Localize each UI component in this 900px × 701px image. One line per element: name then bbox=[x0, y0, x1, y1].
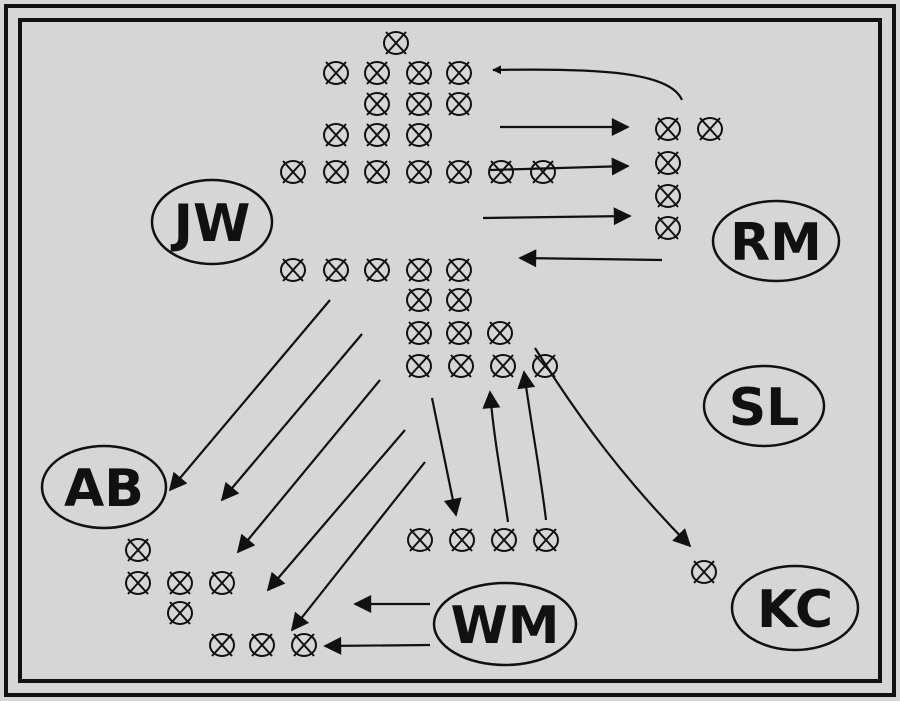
crossed-circle-icon bbox=[446, 92, 472, 116]
crossed-circle-icon bbox=[406, 92, 432, 116]
counter-cluster-rm bbox=[655, 117, 723, 240]
node-jw: JW bbox=[150, 178, 274, 266]
crossed-circle-icon bbox=[323, 258, 349, 282]
crossed-circle-icon bbox=[249, 633, 275, 657]
crossed-circle-icon bbox=[406, 123, 432, 147]
counter-cluster-jw-bottom bbox=[280, 258, 558, 378]
crossed-circle-icon bbox=[532, 354, 558, 378]
arrow-jw-to-ab-4 bbox=[266, 429, 406, 592]
arrow-jw-to-wm bbox=[430, 397, 462, 517]
crossed-circle-icon bbox=[209, 633, 235, 657]
crossed-circle-icon bbox=[323, 123, 349, 147]
crossed-circle-icon bbox=[209, 571, 235, 595]
arrow-jw-to-ab-3 bbox=[236, 379, 381, 554]
crossed-circle-icon bbox=[383, 31, 409, 55]
node-sl: SL bbox=[702, 364, 826, 448]
crossed-circle-icon bbox=[406, 288, 432, 312]
arrow-jw-to-kc bbox=[534, 347, 692, 548]
crossed-circle-icon bbox=[323, 160, 349, 184]
node-kc-label: KC bbox=[757, 580, 833, 640]
node-wm: WM bbox=[432, 581, 578, 667]
arrow-jw-to-ab-1 bbox=[168, 299, 331, 492]
crossed-circle-icon bbox=[323, 61, 349, 85]
flow-arrows bbox=[168, 65, 692, 655]
crossed-circle-icon bbox=[364, 92, 390, 116]
node-rm-label: RM bbox=[730, 213, 822, 273]
crossed-circle-icon bbox=[446, 61, 472, 85]
crossed-circle-icon bbox=[655, 184, 681, 208]
crossed-circle-icon bbox=[364, 123, 390, 147]
crossed-circle-icon bbox=[406, 354, 432, 378]
crossed-circle-icon bbox=[449, 528, 475, 552]
crossed-circle-icon bbox=[125, 571, 151, 595]
arrow-wm-to-jw-2 bbox=[517, 370, 548, 521]
node-sl-label: SL bbox=[729, 378, 800, 438]
counter-cluster-ab bbox=[125, 538, 317, 657]
crossed-circle-icon bbox=[655, 151, 681, 175]
crossed-circle-icon bbox=[446, 288, 472, 312]
crossed-circle-icon bbox=[446, 258, 472, 282]
inner-frame bbox=[18, 18, 882, 683]
crossed-circle-icon bbox=[125, 538, 151, 562]
crossed-circle-icon bbox=[448, 354, 474, 378]
crossed-circle-icon bbox=[446, 160, 472, 184]
crossed-circle-icon bbox=[691, 560, 717, 584]
node-ab-label: AB bbox=[64, 459, 144, 519]
crossed-circle-icon bbox=[364, 258, 390, 282]
crossed-circle-icon bbox=[491, 528, 517, 552]
crossed-circle-icon bbox=[446, 321, 472, 345]
arrow-jw-to-ab-5 bbox=[290, 461, 426, 632]
arrow-rm-to-jw-bottom bbox=[518, 249, 663, 268]
node-wm-label: WM bbox=[450, 596, 559, 656]
arrow-rm-to-jw-top bbox=[492, 65, 684, 101]
crossed-circle-icon bbox=[407, 528, 433, 552]
outer-frame bbox=[4, 4, 896, 697]
node-rm: RM bbox=[711, 199, 841, 283]
crossed-circle-icon bbox=[406, 61, 432, 85]
crossed-circle-icon bbox=[697, 117, 723, 141]
crossed-circle-icon bbox=[364, 61, 390, 85]
arrow-wm-to-jw-1 bbox=[482, 390, 510, 523]
crossed-circle-icon bbox=[655, 117, 681, 141]
node-jw-label: JW bbox=[171, 194, 251, 254]
crossed-circle-icon bbox=[487, 321, 513, 345]
crossed-circle-icon bbox=[280, 258, 306, 282]
crossed-circle-icon bbox=[280, 160, 306, 184]
counter-cluster-jw-top bbox=[280, 31, 556, 184]
crossed-circle-icon bbox=[655, 216, 681, 240]
crossed-circle-icon bbox=[167, 601, 193, 625]
crossed-circle-icon bbox=[167, 571, 193, 595]
arrow-jw-to-ab-2 bbox=[220, 333, 363, 502]
crossed-circle-icon bbox=[530, 160, 556, 184]
node-ab: AB bbox=[40, 444, 168, 530]
crossed-circle-icon bbox=[490, 354, 516, 378]
node-kc: KC bbox=[730, 564, 860, 652]
arrow-jw-to-rm-3 bbox=[482, 207, 632, 226]
crossed-circle-icon bbox=[533, 528, 559, 552]
arrow-wm-to-ab-2 bbox=[323, 636, 431, 655]
crossed-circle-icon bbox=[488, 160, 514, 184]
crossed-circle-icon bbox=[364, 160, 390, 184]
arrow-jw-to-rm-2 bbox=[489, 157, 630, 176]
crossed-circle-icon bbox=[406, 258, 432, 282]
crossed-circle-icon bbox=[291, 633, 317, 657]
counter-cluster-wm bbox=[407, 528, 559, 552]
counter-cluster-kc bbox=[691, 560, 717, 584]
crossed-circle-icon bbox=[406, 321, 432, 345]
crossed-circle-icon bbox=[406, 160, 432, 184]
